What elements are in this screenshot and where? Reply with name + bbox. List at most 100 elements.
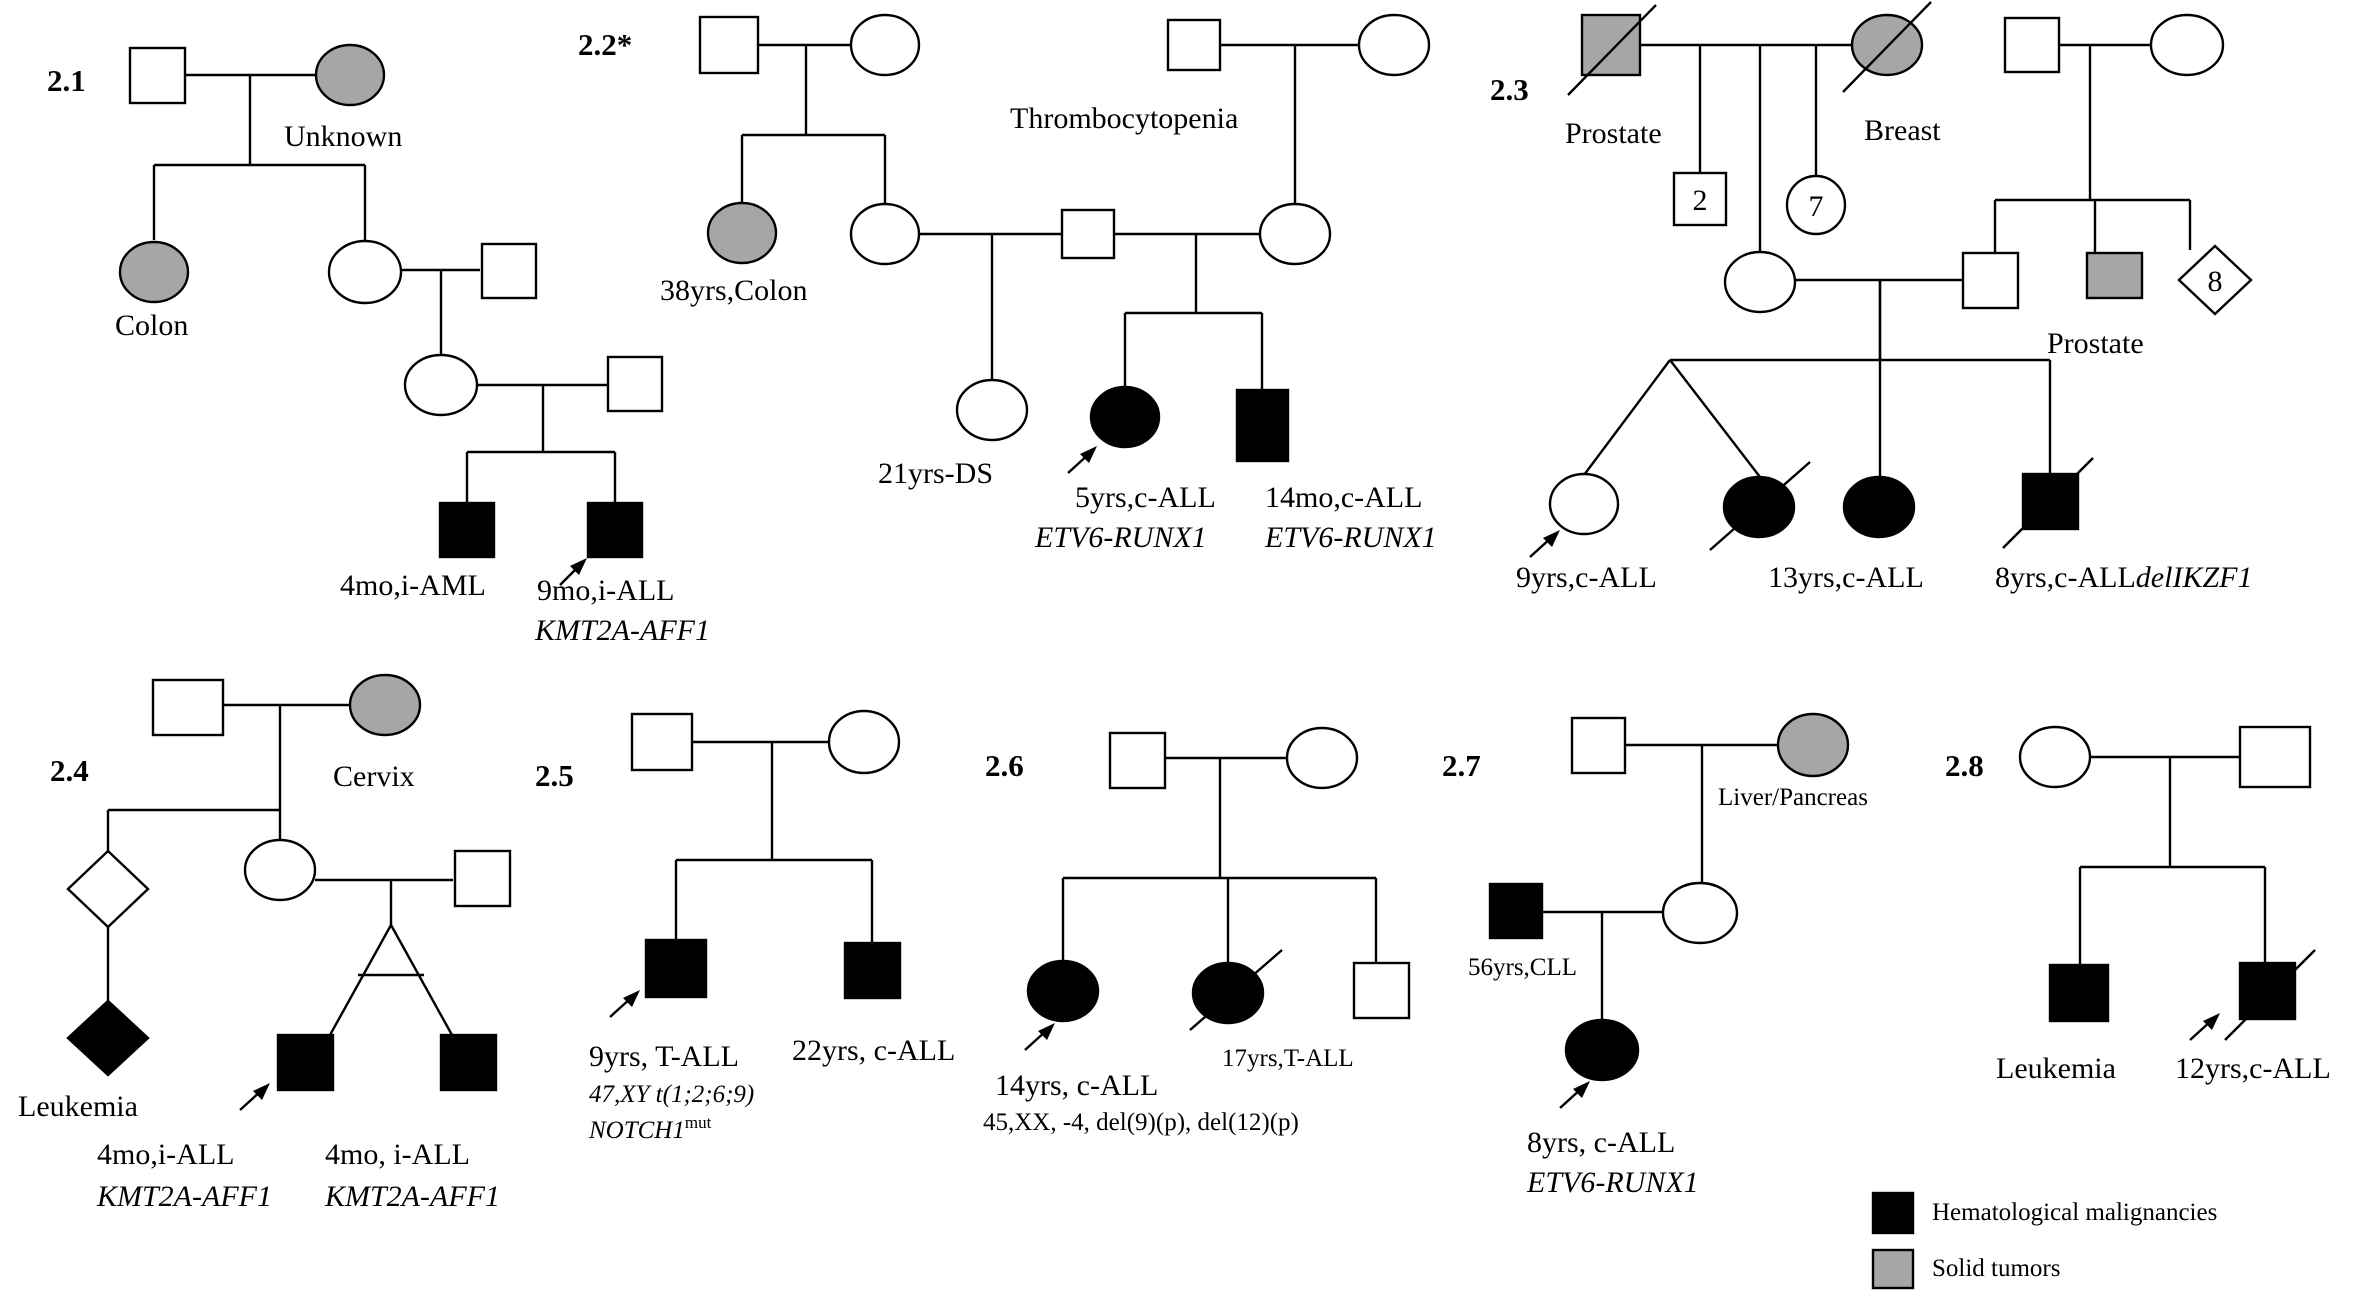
male-unaffected [128, 46, 187, 105]
genetics-label: 47,XY t(1;2;6;9) [589, 1081, 754, 1108]
annotation: 14yrs, c-ALL [995, 1069, 1158, 1102]
annotation: 22yrs, c-ALL [792, 1034, 955, 1067]
family-2-3: 2.3 2 7 [1490, 1, 2253, 594]
proband-arrow [1559, 1081, 1590, 1109]
annotation: 38yrs,Colon [660, 274, 808, 307]
female-solid-tumor [118, 240, 190, 304]
family-label: 2.8 [1945, 748, 1984, 783]
male-hematological [1488, 882, 1544, 940]
annotation: 17yrs,T-ALL [1222, 1045, 1354, 1072]
genetics-label: delIKZF1 [2136, 561, 2253, 594]
male-hematological-proband-deceased [2238, 961, 2297, 1021]
annotation: 12yrs,c-ALL [2175, 1052, 2331, 1085]
annotation: Leukemia [18, 1090, 138, 1123]
family-2-1: 2.1 Unknown Colon 4mo,i-A [47, 43, 710, 647]
female-unaffected [2018, 725, 2092, 789]
annotation: 13yrs,c-ALL [1768, 561, 1924, 594]
annotation: 4mo, i-ALL [325, 1138, 470, 1171]
male-hematological [438, 501, 496, 559]
family-2-2: 2.2* Thro [578, 13, 1437, 554]
female-unaffected [2149, 13, 2225, 77]
male-unaffected [1961, 251, 2020, 310]
male-unaffected [1352, 961, 1411, 1020]
annotation: 4mo,i-AML [340, 569, 486, 602]
male-hematological [439, 1033, 498, 1092]
annotation: 14mo,c-ALL [1265, 481, 1422, 514]
genetics-label: ETV6-RUNX1 [1526, 1166, 1699, 1199]
male-unaffected [1060, 208, 1116, 260]
annotation: 8yrs, c-ALL [1527, 1126, 1675, 1159]
male-unaffected [2238, 725, 2312, 789]
family-2-6: 2.6 14yrs, c-ALL 17yrs,T-ALL 45,XX, -4, … [983, 726, 1411, 1136]
sex-unknown [66, 849, 150, 929]
female-unaffected [1357, 13, 1431, 77]
family-label: 2.3 [1490, 72, 1529, 107]
female-unaffected [1661, 881, 1739, 945]
family-label: 2.2* [578, 27, 632, 62]
male-unaffected [480, 242, 538, 300]
sex-unknown-hematological [66, 999, 150, 1077]
female-solid-tumor [348, 673, 422, 737]
female-unaffected [243, 838, 317, 902]
female-unaffected [849, 202, 921, 266]
genetics-label: NOTCH1 [588, 1117, 685, 1144]
legend-swatch-solid-tumor [1871, 1248, 1915, 1290]
family-label: 2.4 [50, 753, 89, 788]
annotation: 9yrs, T-ALL [589, 1040, 739, 1073]
family-2-5: 2.5 9yrs, T-ALL 22yrs, c-ALL 47,XY t(1;2… [535, 709, 955, 1144]
proband-arrow [1067, 446, 1097, 474]
proband-arrow [1024, 1023, 1055, 1051]
female-unaffected [1258, 202, 1332, 266]
female-solid-tumor [1776, 712, 1850, 778]
annotation: 9yrs,c-ALL [1516, 561, 1657, 594]
genetics-label-with-superscript: NOTCH1mut [588, 1113, 712, 1144]
male-unaffected [1570, 716, 1627, 775]
female-unaffected [849, 13, 921, 77]
annotation: Leukemia [1996, 1052, 2116, 1085]
male-solid-tumor [2085, 251, 2144, 300]
female-unaffected [327, 239, 403, 305]
genetics-label: KMT2A-AFF1 [96, 1180, 272, 1213]
proband-arrow [2189, 1013, 2220, 1041]
male-unaffected [698, 15, 760, 75]
count-label: 2 [1693, 184, 1708, 217]
legend: Hematological malignancies Solid tumors [1871, 1191, 2217, 1290]
legend-label: Hematological malignancies [1932, 1199, 2217, 1226]
female-unaffected [955, 378, 1029, 442]
male-hematological [2048, 963, 2110, 1023]
female-unaffected [827, 709, 901, 775]
male-solid-tumor-deceased [1580, 13, 1642, 77]
male-group [1672, 171, 1728, 227]
male-unaffected [2003, 16, 2061, 74]
male-unaffected [1108, 731, 1167, 790]
female-hematological-proband [1564, 1018, 1640, 1082]
female-hematological-proband [1089, 385, 1161, 449]
male-hematological-proband [276, 1033, 335, 1092]
proband-arrow [609, 990, 640, 1018]
female-group [1785, 174, 1847, 236]
female-solid-tumor [314, 43, 386, 107]
proband-arrow [559, 558, 587, 586]
annotation-with-genetics: 8yrs,c-ALLdelIKZF1 [1995, 561, 2252, 594]
annotation: 45,XX, -4, del(9)(p), del(12)(p) [983, 1109, 1299, 1136]
female-solid-tumor-deceased [1850, 13, 1924, 77]
family-label: 2.1 [47, 63, 86, 98]
annotation: 21yrs-DS [878, 457, 993, 490]
annotation: 5yrs,c-ALL [1075, 481, 1216, 514]
genetics-label: ETV6-RUNX1 [1264, 521, 1437, 554]
legend-label: Solid tumors [1932, 1255, 2061, 1282]
sex-unknown-group [2177, 244, 2253, 316]
male-hematological-proband [644, 938, 708, 999]
female-unaffected [1723, 250, 1797, 314]
annotation: Liver/Pancreas [1718, 784, 1868, 811]
female-unaffected [1285, 726, 1359, 790]
annotation: Thrombocytopenia [1010, 102, 1238, 135]
genetics-label: ETV6-RUNX1 [1034, 521, 1207, 554]
family-2-7: 2.7 Liver/Pancreas 56yrs,CLL 8yrs, c-ALL… [1442, 712, 1868, 1199]
female-unaffected [403, 353, 479, 417]
female-solid-tumor [706, 201, 778, 265]
female-hematological-proband [1026, 959, 1100, 1023]
count-label: 7 [1809, 190, 1824, 223]
